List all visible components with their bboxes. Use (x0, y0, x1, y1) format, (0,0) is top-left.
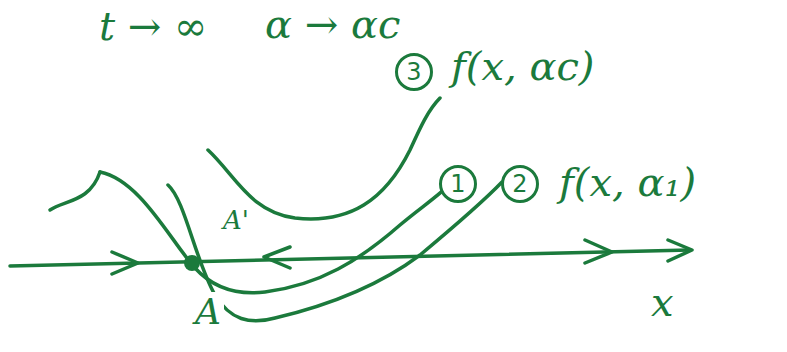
limit-label: t → ∞ (96, 4, 210, 48)
axis-label: x (648, 280, 677, 324)
point-label: A (192, 292, 224, 332)
function-label: f(x, α₁) (556, 160, 699, 204)
callout-circle: 3 (395, 53, 433, 91)
fixed-point (184, 255, 200, 271)
point-label: A' (220, 206, 252, 235)
function-label: f(x, αc) (448, 44, 597, 88)
curve-3 (208, 98, 440, 219)
callout-circle: 1 (439, 165, 477, 203)
flow-arrow (264, 247, 290, 268)
curve-1 (100, 172, 452, 293)
limit-label: α → αc (262, 2, 403, 46)
callout-number: 3 (406, 60, 421, 84)
callout-number: 1 (450, 172, 465, 196)
callout-circle: 2 (501, 165, 539, 203)
flow-arrow (668, 240, 692, 261)
curve-tail (50, 172, 100, 210)
flow-arrow (585, 240, 612, 263)
flow-arrow (112, 252, 138, 274)
callout-number: 2 (512, 172, 527, 196)
